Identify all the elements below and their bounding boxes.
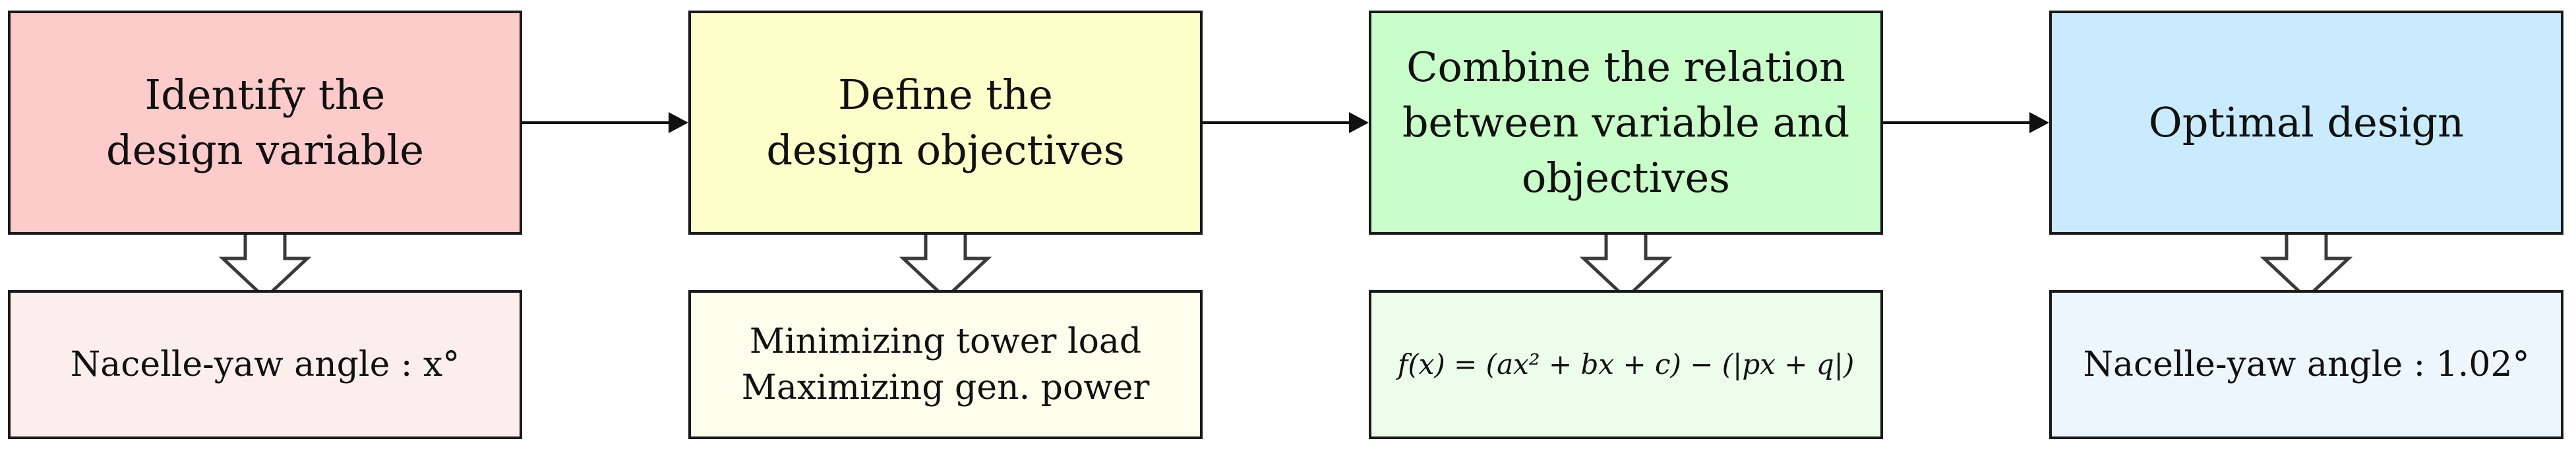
arrow-right-3 [1883,112,2049,133]
detail-box-formula: f(x) = (ax² + bx + c) − (|px + q|) [1369,290,1883,439]
arrow-right-1 [522,112,688,133]
step-title-1: Identify the design variable [106,71,424,174]
detail-box-optimal: Nacelle-yaw angle : 1.02° [2049,290,2563,439]
detail-box-variable: Nacelle-yaw angle : x° [8,290,522,439]
hollow-arrow-down-3 [1579,226,1673,301]
detail-formula: f(x) = (ax² + bx + c) − (|px + q|) [1397,347,1855,380]
step-box-identify-variable: Identify the design variable [8,11,522,235]
step-box-define-objectives: Define the design objectives [688,11,1203,235]
step-box-combine-relation: Combine the relation between variable an… [1369,11,1883,235]
detail-text-2: Minimizing tower load Maximizing gen. po… [741,321,1150,407]
detail-text-1: Nacelle-yaw angle : x° [70,344,460,384]
hollow-arrow-down-1 [218,226,312,301]
detail-text-4: Nacelle-yaw angle : 1.02° [2083,344,2530,384]
arrow-right-2 [1203,112,1369,133]
detail-box-objectives: Minimizing tower load Maximizing gen. po… [688,290,1203,439]
hollow-arrow-down-2 [899,226,992,301]
hollow-arrow-down-4 [2260,226,2353,301]
step-title-4: Optimal design [2148,98,2465,147]
step-title-2: Define the design objectives [766,71,1125,174]
step-title-3: Combine the relation between variable an… [1402,43,1850,202]
step-box-optimal-design: Optimal design [2049,11,2563,235]
